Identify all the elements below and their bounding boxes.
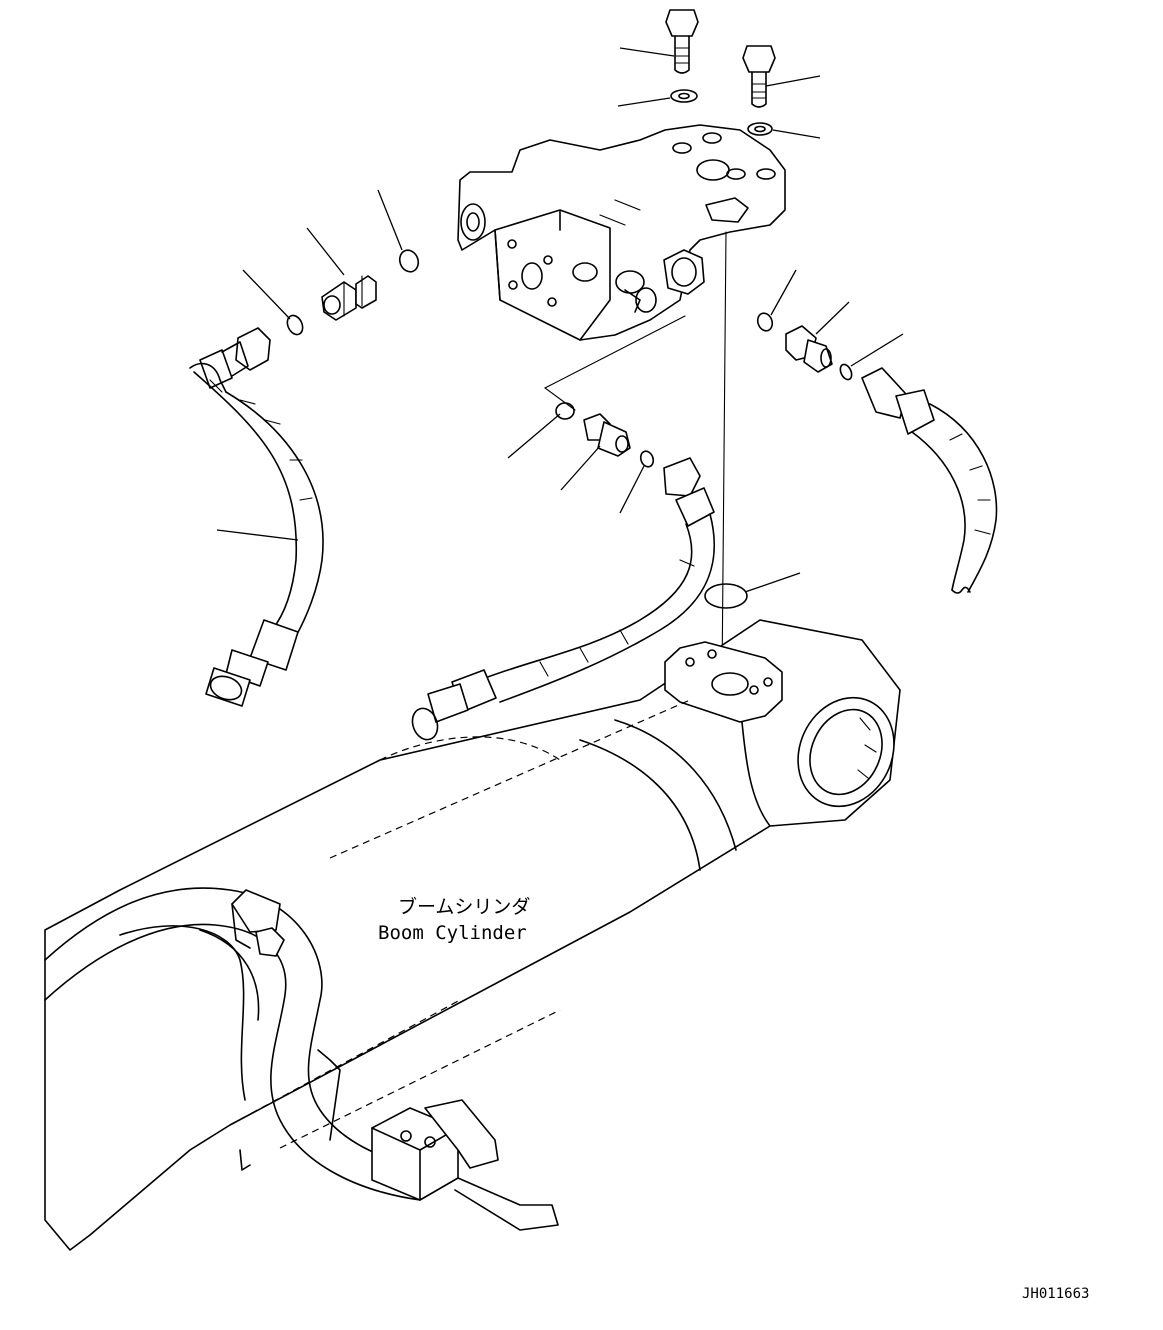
oring-center-a: [555, 402, 575, 420]
leader-lines: [216, 47, 904, 593]
bolt-left: [665, 9, 699, 74]
oring-center-b: [639, 450, 655, 468]
oring-right-upper: [756, 312, 774, 332]
hose-left: [189, 327, 324, 707]
boom-cylinder: [44, 619, 901, 1251]
cylinder-label-en: Boom Cylinder: [378, 922, 527, 944]
oring-left-upper: [398, 249, 420, 273]
assembly-line-branch: [543, 315, 686, 411]
tube-assembly: [44, 887, 559, 1231]
adapter-right: [785, 325, 833, 373]
valve-block: [457, 124, 786, 341]
hose-center: [411, 457, 716, 741]
hose-right: [861, 367, 998, 594]
adapter-center: [583, 413, 631, 457]
bolt-right: [742, 45, 776, 108]
oring-left-lower: [286, 314, 304, 336]
assembly-line-vertical: [721, 231, 727, 681]
adapter-left: [321, 275, 377, 321]
cylinder-label-jp: ブームシリンダ: [398, 895, 530, 918]
oring-right-lower: [839, 363, 853, 381]
washers: [670, 89, 773, 136]
drawing-code: JH011663: [1022, 1286, 1089, 1302]
large-oring: [704, 583, 748, 609]
